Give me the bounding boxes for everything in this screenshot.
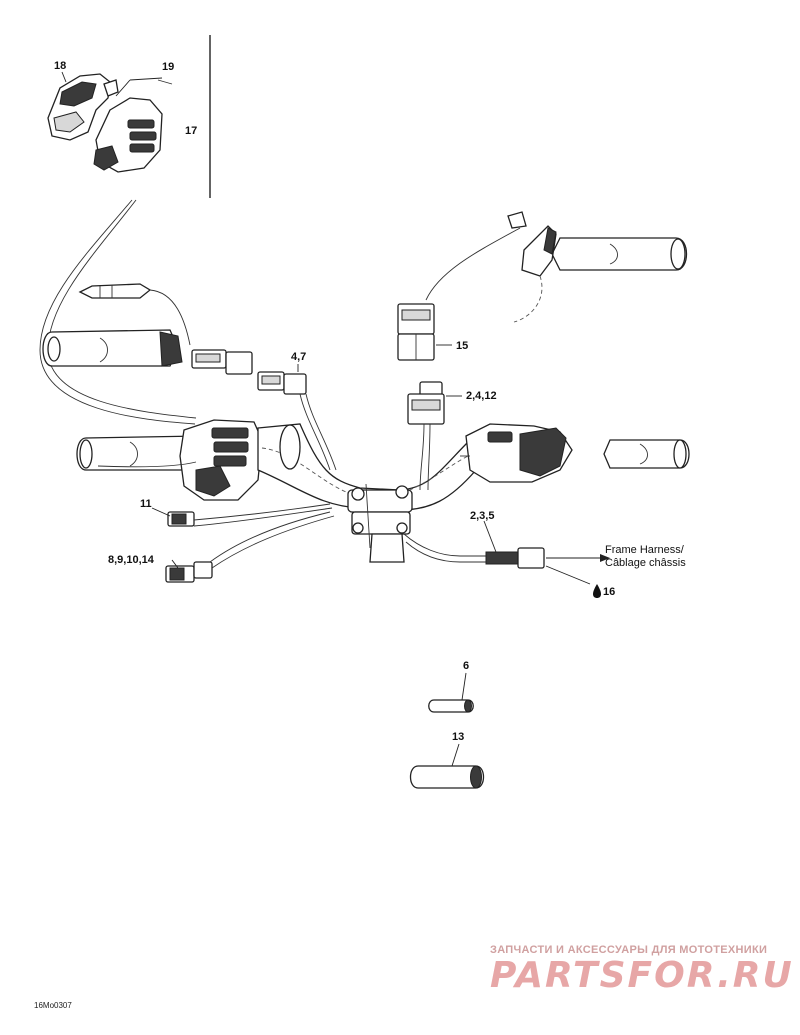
callout-17: 17 (185, 125, 197, 137)
switch-housing-inset (47, 73, 173, 173)
callout-2-4-12: 2,4,12 (466, 390, 497, 402)
right-throttle-housing (460, 423, 573, 483)
callout-19: 19 (162, 61, 174, 73)
watermark-tagline: ЗАПЧАСТИ И АКСЕССУАРЫ ДЛЯ МОТОТЕХНИКИ (490, 944, 768, 956)
callout-15: 15 (456, 340, 468, 352)
connector-11 (167, 503, 333, 527)
connector-8-9-10-14 (165, 511, 335, 583)
drawing-code: 16Mo0307 (34, 1001, 72, 1010)
callout-8-9-10-14: 8,9,10,14 (108, 554, 155, 566)
sleeve-6 (428, 699, 474, 713)
callout-11: 11 (140, 498, 152, 510)
left-throttle-plug (78, 283, 191, 346)
callout-18: 18 (54, 60, 66, 72)
callout-4-7: 4,7 (291, 351, 306, 363)
callout-6: 6 (463, 660, 469, 672)
left-switch-housing (97, 419, 263, 501)
connector-15 (397, 303, 435, 361)
right-upper-grip (425, 211, 688, 323)
left-upper-grip (42, 329, 183, 367)
sleeve-13 (409, 765, 485, 789)
callout-16: 16 (603, 586, 615, 598)
handlebar-clamp (347, 483, 413, 563)
frame-harness-label-fr: Câblage châssis (605, 557, 686, 569)
liquid-drop-icon (593, 584, 601, 598)
connector-2-3-5 (403, 533, 610, 569)
callout-13: 13 (452, 731, 464, 743)
frame-harness-label-en: Frame Harness/ (605, 544, 685, 556)
connector-4-7 (191, 349, 337, 471)
watermark-logo: PARTSFOR.RU (490, 955, 794, 996)
connector-2-4-12 (407, 381, 445, 491)
right-lower-grip (603, 439, 690, 469)
callout-2-3-5: 2,3,5 (470, 510, 494, 522)
